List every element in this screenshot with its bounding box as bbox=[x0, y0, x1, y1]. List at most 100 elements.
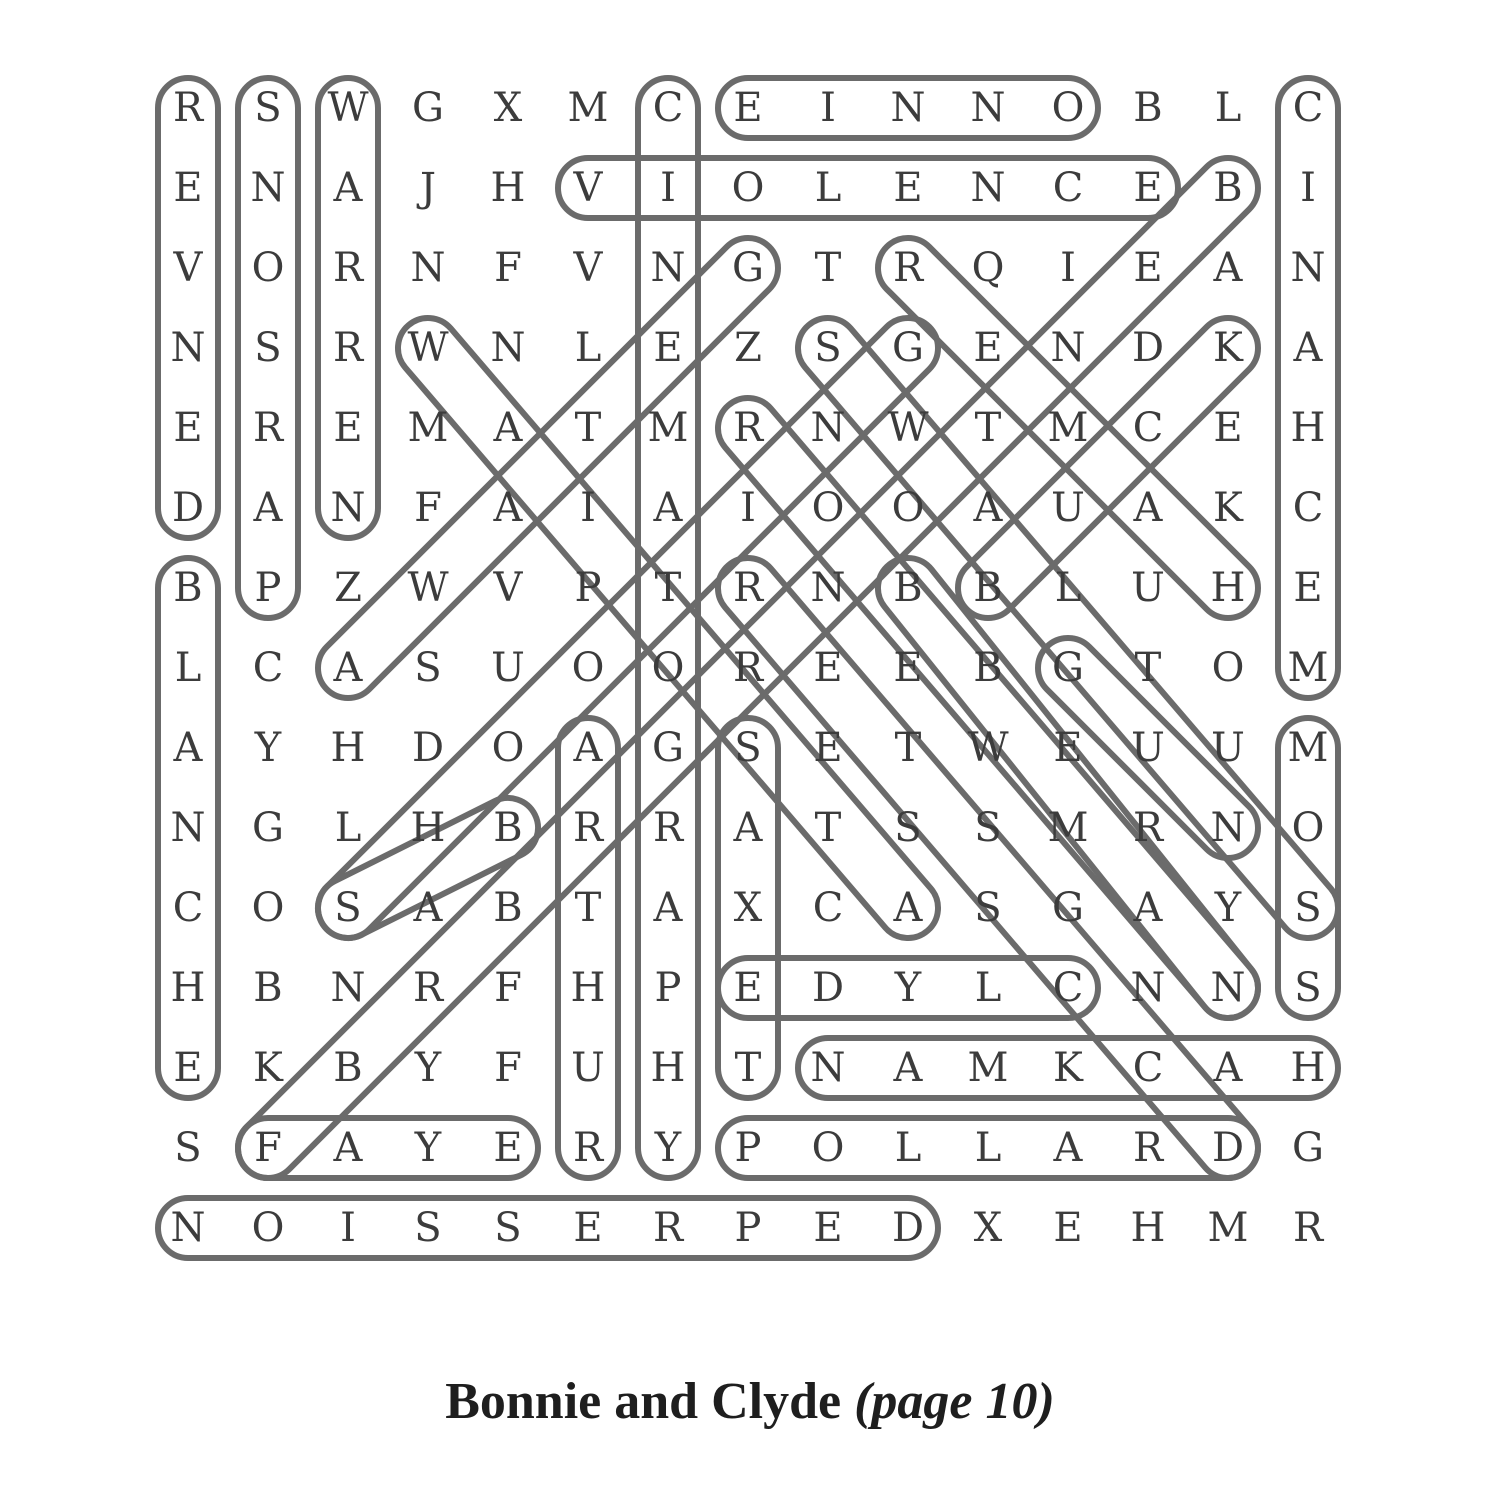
grid-letter: X bbox=[494, 85, 523, 131]
grid-letter: F bbox=[414, 485, 442, 531]
grid-letter: A bbox=[1213, 245, 1244, 291]
grid-letter: R bbox=[733, 645, 765, 691]
grid-letter: E bbox=[1133, 245, 1162, 291]
grid-letter: Y bbox=[654, 1125, 682, 1171]
grid-letter: I bbox=[340, 1205, 356, 1251]
grid-letter: N bbox=[1291, 245, 1326, 291]
grid-letter: C bbox=[173, 885, 204, 931]
grid-letter: R bbox=[173, 85, 205, 131]
answer-loop-sgmtuns bbox=[795, 315, 1341, 941]
grid-letter: S bbox=[494, 1205, 521, 1251]
grid-letter: T bbox=[975, 405, 1002, 451]
grid-letter: W bbox=[407, 565, 448, 611]
grid-letter: A bbox=[493, 485, 524, 531]
grid-letter: S bbox=[734, 725, 761, 771]
grid-letter: E bbox=[333, 405, 362, 451]
grid-letter: A bbox=[333, 165, 364, 211]
grid-letter: L bbox=[1055, 565, 1082, 611]
grid-letter: E bbox=[1213, 405, 1242, 451]
grid-letter: O bbox=[1212, 645, 1245, 691]
grid-letter: P bbox=[735, 1125, 762, 1171]
grid-letter: D bbox=[1212, 1125, 1244, 1171]
grid-letter: P bbox=[735, 1205, 762, 1251]
grid-letter: S bbox=[334, 885, 361, 931]
grid-letter: O bbox=[252, 885, 285, 931]
grid-letter: U bbox=[491, 645, 525, 691]
grid-letter: R bbox=[333, 325, 365, 371]
grid-letter: B bbox=[1213, 165, 1242, 211]
grid-letter: B bbox=[973, 645, 1002, 691]
grid-letter: N bbox=[331, 485, 366, 531]
answer-loop-sextet bbox=[715, 715, 781, 1101]
grid-letter: L bbox=[335, 805, 362, 851]
grid-letter: K bbox=[253, 1045, 284, 1091]
answer-loop-norton bbox=[874, 555, 1262, 1021]
grid-letter: N bbox=[971, 165, 1006, 211]
caption-title: Bonnie and Clyde bbox=[445, 1373, 842, 1430]
grid-letter: E bbox=[733, 965, 762, 1011]
grid-letter: B bbox=[173, 565, 202, 611]
grid-letter: M bbox=[408, 405, 449, 451]
grid-letter: U bbox=[1131, 565, 1165, 611]
grid-letter: A bbox=[653, 885, 684, 931]
grid-letter: G bbox=[412, 85, 444, 131]
grid-letter: G bbox=[652, 725, 684, 771]
grid-letter: Y bbox=[414, 1045, 442, 1091]
grid-letter: S bbox=[894, 805, 921, 851]
grid-letter: A bbox=[1213, 1045, 1244, 1091]
grid-letter: E bbox=[173, 165, 202, 211]
grid-letter: O bbox=[492, 725, 525, 771]
grid-letter: E bbox=[893, 165, 922, 211]
grid-letter: O bbox=[892, 485, 925, 531]
grid-letter: S bbox=[254, 325, 281, 371]
grid-letter: B bbox=[973, 565, 1002, 611]
grid-letter: G bbox=[732, 245, 764, 291]
grid-letter: B bbox=[333, 1045, 362, 1091]
grid-letter: S bbox=[814, 325, 841, 371]
grid-letter: P bbox=[255, 565, 282, 611]
grid-letter: R bbox=[653, 1205, 685, 1251]
grid-letter: B bbox=[1133, 85, 1162, 131]
grid-letter: E bbox=[653, 325, 682, 371]
caption-page-ref: (page 10) bbox=[854, 1373, 1055, 1430]
grid-letter: H bbox=[1291, 1045, 1326, 1091]
grid-letter: L bbox=[575, 325, 602, 371]
puzzle-caption: Bonnie and Clyde (page 10) bbox=[0, 1372, 1500, 1431]
grid-letter: X bbox=[734, 885, 763, 931]
grid-letter: M bbox=[648, 405, 689, 451]
grid-letter: U bbox=[1131, 725, 1165, 771]
grid-letter: N bbox=[811, 405, 846, 451]
answer-loop-clyde bbox=[715, 955, 1101, 1021]
grid-letter: E bbox=[1053, 725, 1082, 771]
grid-letter: A bbox=[1053, 1125, 1084, 1171]
grid-letter: L bbox=[1215, 85, 1242, 131]
grid-letter: G bbox=[252, 805, 284, 851]
grid-letter: S bbox=[1294, 965, 1321, 1011]
grid-letter: G bbox=[1052, 885, 1084, 931]
answer-loop-noble bbox=[715, 75, 1101, 141]
grid-letter: Y bbox=[414, 1125, 442, 1171]
grid-letter: A bbox=[973, 485, 1004, 531]
grid-letter: I bbox=[820, 85, 836, 131]
grid-letter: I bbox=[1300, 165, 1316, 211]
answer-loop-depression bbox=[155, 1195, 941, 1261]
answer-loop-ride bbox=[875, 235, 1261, 621]
grid-letter: P bbox=[655, 965, 682, 1011]
grid-letter: Z bbox=[334, 565, 362, 611]
grid-letter: X bbox=[974, 1205, 1003, 1251]
grid-letter: H bbox=[411, 805, 446, 851]
grid-letter: N bbox=[1051, 325, 1086, 371]
answer-loop-cinematography bbox=[635, 75, 701, 1181]
grid-letter: S bbox=[174, 1125, 201, 1171]
grid-letter: W bbox=[967, 725, 1008, 771]
grid-letter: N bbox=[811, 1045, 846, 1091]
grid-letter: C bbox=[1053, 165, 1084, 211]
grid-letter: O bbox=[812, 1125, 845, 1171]
grid-letter: Y bbox=[1214, 885, 1242, 931]
grid-letter: H bbox=[1131, 1205, 1166, 1251]
grid-letter: H bbox=[1291, 405, 1326, 451]
answer-loop-watson bbox=[395, 315, 941, 941]
grid-letter: B bbox=[493, 805, 522, 851]
grid-letter: E bbox=[973, 325, 1002, 371]
